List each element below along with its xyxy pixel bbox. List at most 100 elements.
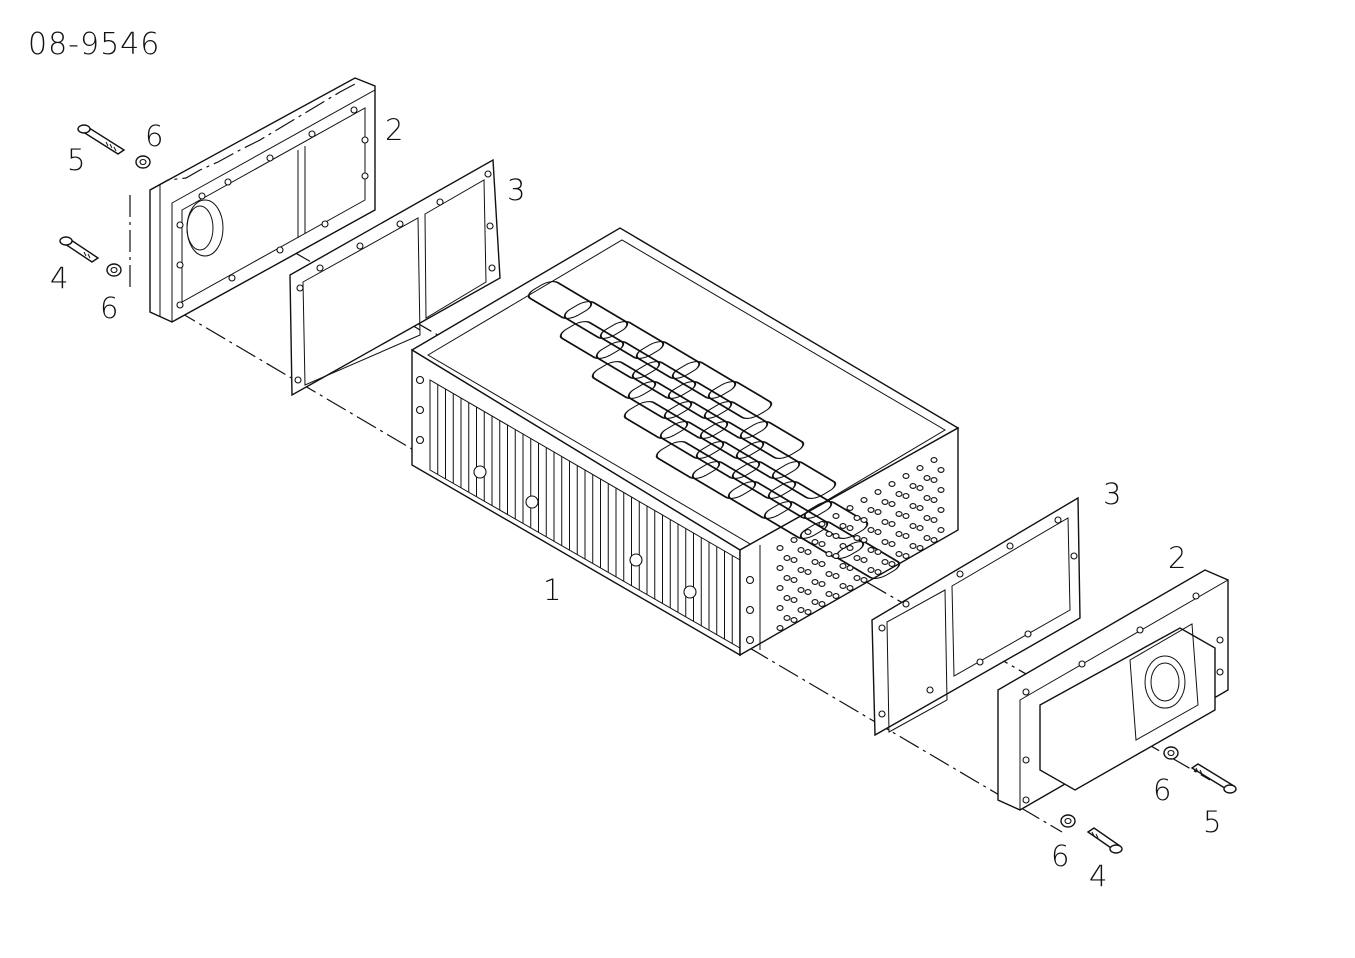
perforation-hole <box>895 531 903 537</box>
top-port <box>635 341 701 379</box>
gasket-right <box>871 496 1081 737</box>
perforation-hole <box>881 499 889 505</box>
perforation-hole <box>874 529 882 535</box>
perforation-hole <box>874 549 882 555</box>
callout-2-left: 2 <box>385 113 403 147</box>
washer-right-upper <box>1163 746 1179 760</box>
perforation-hole <box>853 575 861 581</box>
perforation-hole <box>867 567 875 573</box>
callout-3-right: 3 <box>1103 477 1121 511</box>
top-port <box>663 401 729 439</box>
perforation-hole <box>916 505 924 511</box>
perforation-hole <box>881 539 889 545</box>
perforation-hole <box>902 493 910 499</box>
perforation-hole <box>888 501 896 507</box>
perforation-hole <box>797 607 805 613</box>
perforation-hole <box>909 543 917 549</box>
callout-4-right: 4 <box>1089 859 1107 893</box>
perforation-hole <box>902 553 910 559</box>
perforation-hole <box>916 485 924 491</box>
top-port <box>631 361 697 399</box>
perforation-hole <box>930 497 938 503</box>
perforation-hole <box>839 543 847 549</box>
perforation-hole <box>832 533 840 539</box>
perforation-hole <box>923 495 931 501</box>
perforation-hole <box>825 551 833 557</box>
perforation-hole <box>790 597 798 603</box>
top-port <box>559 321 625 359</box>
perforation-hole <box>776 585 784 591</box>
perforation-hole <box>839 523 847 529</box>
perforation-hole <box>832 593 840 599</box>
core-fins <box>429 380 741 648</box>
washer-left-upper <box>135 155 151 169</box>
callout-6-left-lower: 6 <box>100 291 118 325</box>
perforation-hole <box>916 545 924 551</box>
perforation-hole <box>825 571 833 577</box>
top-port <box>623 401 689 439</box>
perforation-hole <box>846 565 854 571</box>
perforation-hole <box>937 467 945 473</box>
callout-5-right: 5 <box>1203 805 1221 839</box>
top-port <box>659 421 725 459</box>
callout-4-left: 4 <box>50 261 68 295</box>
perforation-hole <box>888 481 896 487</box>
top-port <box>595 341 661 379</box>
perforation-hole <box>832 553 840 559</box>
bolt-right-lower <box>1086 827 1123 854</box>
perforation-hole <box>804 529 812 535</box>
perforation-hole <box>909 523 917 529</box>
washer-right-lower <box>1060 814 1076 828</box>
perforation-hole <box>846 525 854 531</box>
perforation-hole <box>839 583 847 589</box>
perforation-hole <box>874 569 882 575</box>
perforation-hole <box>783 615 791 621</box>
top-port <box>655 441 721 479</box>
perforation-hole <box>902 533 910 539</box>
perforation-hole <box>776 565 784 571</box>
perforation-hole <box>804 609 812 615</box>
top-port <box>739 421 805 459</box>
top-port <box>703 401 769 439</box>
perforation-hole <box>811 559 819 565</box>
top-port <box>767 481 833 519</box>
core-perforations <box>776 457 945 631</box>
perforation-hole <box>867 527 875 533</box>
top-port <box>591 361 657 399</box>
perforation-hole <box>853 555 861 561</box>
perforation-hole <box>818 521 826 527</box>
perforation-hole <box>937 527 945 533</box>
top-port <box>563 301 629 339</box>
perforation-hole <box>860 517 868 523</box>
perforation-hole <box>881 559 889 565</box>
washer-left-lower <box>106 263 122 277</box>
callout-6-right-lower: 6 <box>1051 839 1069 873</box>
top-port <box>527 281 593 319</box>
perforation-hole <box>923 475 931 481</box>
callout-6-right-upper: 6 <box>1153 773 1171 807</box>
perforation-hole <box>825 591 833 597</box>
perforation-hole <box>846 505 854 511</box>
perforation-hole <box>797 547 805 553</box>
perforation-hole <box>818 601 826 607</box>
perforation-hole <box>839 563 847 569</box>
perforation-hole <box>790 577 798 583</box>
perforation-hole <box>811 539 819 545</box>
top-port <box>731 461 797 499</box>
perforation-hole <box>860 537 868 543</box>
perforation-hole <box>832 513 840 519</box>
perforation-hole <box>895 551 903 557</box>
top-port <box>691 461 757 499</box>
perforation-hole <box>916 525 924 531</box>
perforation-hole <box>818 561 826 567</box>
perforation-hole <box>874 509 882 515</box>
perforation-hole <box>860 497 868 503</box>
perforation-hole <box>818 541 826 547</box>
core-top-ports <box>527 281 901 579</box>
top-port <box>735 441 801 479</box>
callout-6-left-upper: 6 <box>145 119 163 153</box>
top-port <box>707 381 773 419</box>
perforation-hole <box>797 587 805 593</box>
top-port <box>771 461 837 499</box>
